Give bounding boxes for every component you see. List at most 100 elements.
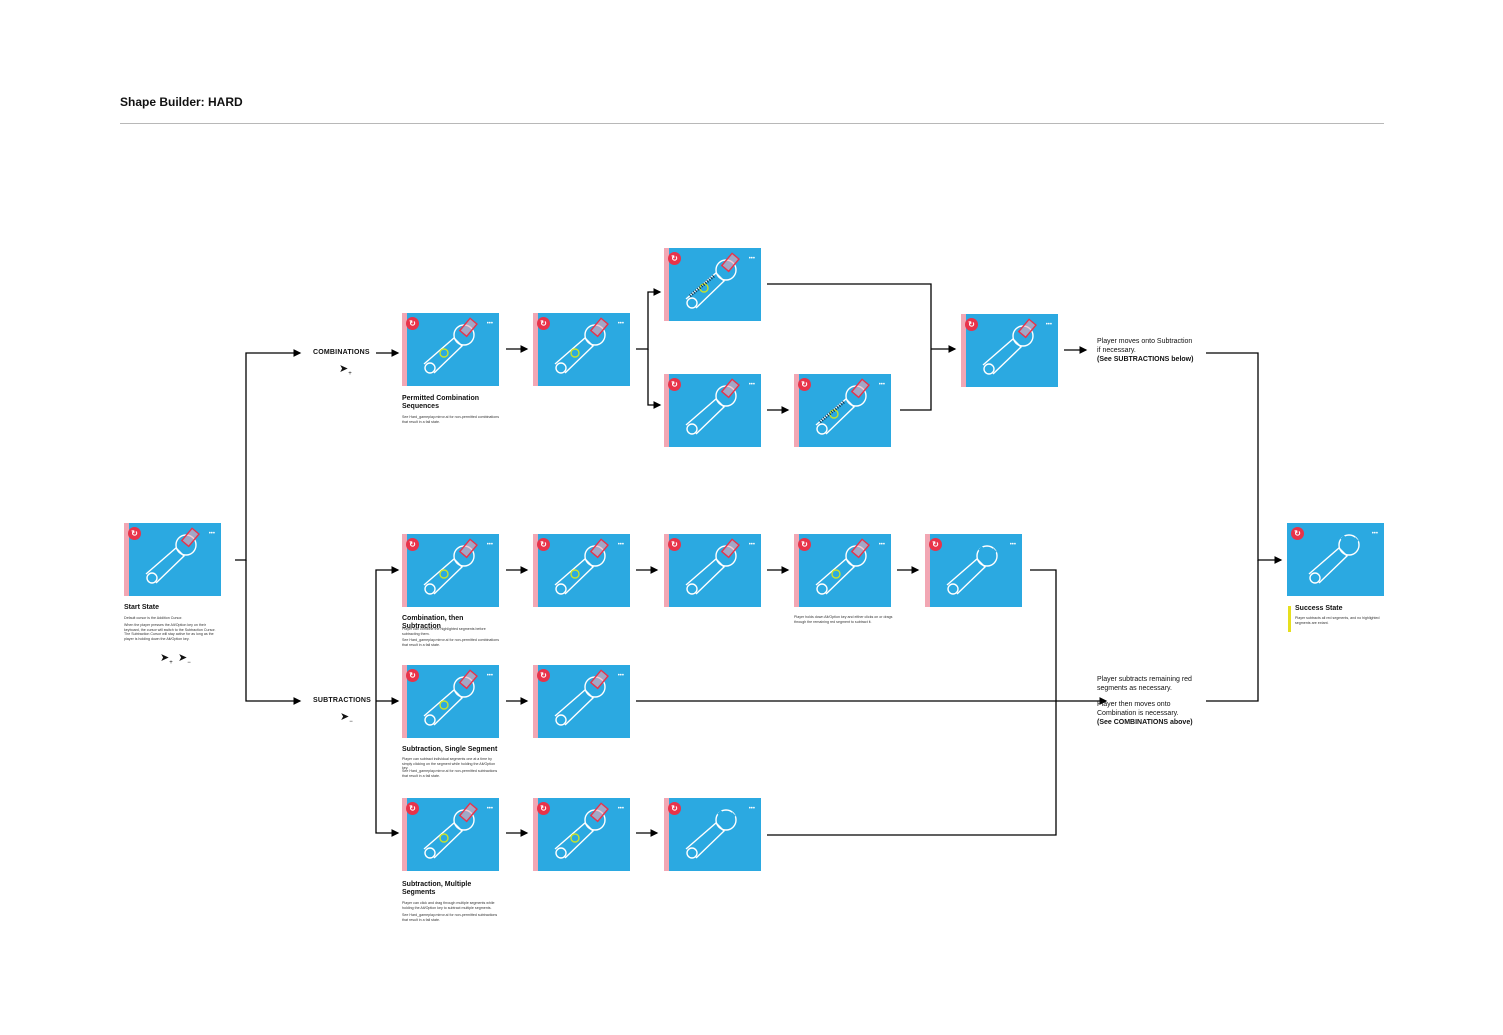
side-note-top: Player moves onto Subtraction if necessa… <box>1097 337 1217 364</box>
card-cs-3: ↻••• <box>664 534 761 607</box>
status-stripe <box>533 313 538 386</box>
menu-dots-icon: ••• <box>208 531 215 537</box>
alert-badge-icon: ↻ <box>1291 527 1304 540</box>
status-stripe <box>402 798 407 871</box>
menu-dots-icon: ••• <box>617 542 624 548</box>
wrench-icon <box>685 809 737 859</box>
menu-dots-icon: ••• <box>1371 531 1378 537</box>
status-stripe <box>124 523 129 596</box>
card-single-2: ↻ ••• <box>533 665 630 738</box>
menu-dots-icon: ••• <box>486 806 493 812</box>
menu-dots-icon: ••• <box>1009 542 1016 548</box>
menu-dots-icon: ••• <box>748 382 755 388</box>
side-note-bottom-line2: segments as necessary. <box>1097 685 1172 692</box>
success-line1: Player subtracts all red segments, and n… <box>1295 616 1380 625</box>
wrench-icon <box>423 669 478 726</box>
start-line1: Default cursor is the Addition Cursor. <box>124 616 183 620</box>
alert-badge-icon: ↻ <box>537 802 550 815</box>
wrench-icon <box>554 538 609 595</box>
card-combo-3a: ↻ ••• <box>664 248 761 321</box>
card-combo-4b: ↻ ••• <box>794 374 891 447</box>
card-combo-final: ↻••• <box>961 314 1058 387</box>
wrench-icon <box>1308 534 1360 584</box>
alert-badge-icon: ↻ <box>668 802 681 815</box>
menu-dots-icon: ••• <box>617 806 624 812</box>
alert-badge-icon: ↻ <box>537 317 550 330</box>
card-start: ↻ ••• <box>124 523 221 596</box>
wrench-icon <box>554 669 609 726</box>
menu-dots-icon: ••• <box>486 542 493 548</box>
side-note-top-line2: if necessary. <box>1097 347 1136 354</box>
status-stripe <box>402 313 407 386</box>
alert-badge-icon: ↻ <box>406 317 419 330</box>
start-line2: When the player presses the Alt/Option k… <box>124 623 216 641</box>
wrench-icon <box>423 802 478 859</box>
single-title: Subtraction, Single Segment <box>402 746 498 753</box>
wrench-icon <box>554 317 609 374</box>
card-multi-1: ↻ ••• <box>402 798 499 871</box>
drag-note: Player holds down Alt/Option key and eit… <box>794 615 893 624</box>
alert-badge-icon: ↻ <box>406 802 419 815</box>
status-stripe <box>664 374 669 447</box>
permitted-title: Permitted Combination Sequences <box>402 395 480 410</box>
alert-badge-icon: ↻ <box>798 538 811 551</box>
status-stripe <box>533 798 538 871</box>
multiple-line2: See Hard_gameplay.mirror.ai for non-perm… <box>402 913 498 922</box>
card-combo-2: ↻ ••• <box>533 313 630 386</box>
side-note-bottom-bold: (See COMBINATIONS above) <box>1097 719 1193 726</box>
card-single-1: ↻••• <box>402 665 499 738</box>
single-line2: See Hard_gameplay.mirror.ai for non-perm… <box>402 769 498 778</box>
combo-sub-line1: Player can combine the highlighted segme… <box>402 627 486 636</box>
multiple-line1: Player can click and drag through multip… <box>402 901 495 910</box>
side-note-bottom-line3: Player then moves onto <box>1097 701 1171 708</box>
wrench-icon <box>554 802 609 859</box>
alert-badge-icon: ↻ <box>668 538 681 551</box>
page-title: Shape Builder: HARD <box>120 95 243 109</box>
wrench-icon <box>946 545 998 595</box>
alert-badge-icon: ↻ <box>929 538 942 551</box>
card-multi-2: ↻ ••• <box>533 798 630 871</box>
menu-dots-icon: ••• <box>617 321 624 327</box>
title-divider <box>120 123 1384 124</box>
status-stripe <box>961 314 966 387</box>
card-combo-1: ↻••• <box>402 313 499 386</box>
alert-badge-icon: ↻ <box>537 669 550 682</box>
card-multi-3: ↻ ••• <box>664 798 761 871</box>
success-marker <box>1288 606 1291 632</box>
menu-dots-icon: ••• <box>748 806 755 812</box>
wrench-icon <box>815 378 870 435</box>
status-stripe <box>794 374 799 447</box>
status-stripe <box>664 798 669 871</box>
card-success: ↻ ••• <box>1287 523 1384 596</box>
wrench-icon <box>685 378 740 435</box>
permitted-line1: See Hard_gameplay.mirror.ai for non-perm… <box>402 415 500 424</box>
side-note-top-line1: Player moves onto Subtraction <box>1097 338 1193 345</box>
alert-badge-icon: ↻ <box>668 378 681 391</box>
status-stripe <box>664 534 669 607</box>
wrench-icon <box>685 538 740 595</box>
status-stripe <box>402 534 407 607</box>
wrench-icon <box>145 527 200 584</box>
side-note-bottom-line4: Combination is necessary. <box>1097 710 1179 717</box>
menu-dots-icon: ••• <box>617 673 624 679</box>
single-line1: Player can subtract individual segments … <box>402 757 496 771</box>
side-note-top-bold: (See SUBTRACTIONS below) <box>1097 356 1194 363</box>
card-cs-4: ↻ ••• <box>794 534 891 607</box>
wrench-icon <box>982 318 1037 375</box>
card-combo-3b: ↻ ••• <box>664 374 761 447</box>
status-stripe <box>794 534 799 607</box>
success-title: Success State <box>1295 605 1343 612</box>
card-cs-2: ↻ ••• <box>533 534 630 607</box>
combo-sub-line2: See Hard_gameplay.mirror.ai for non-perm… <box>402 638 500 647</box>
menu-dots-icon: ••• <box>878 542 885 548</box>
menu-dots-icon: ••• <box>748 256 755 262</box>
alert-badge-icon: ↻ <box>668 252 681 265</box>
wrench-icon <box>815 538 870 595</box>
status-stripe <box>402 665 407 738</box>
side-note-bottom: Player subtracts remaining red segments … <box>1097 675 1217 727</box>
alert-badge-icon: ↻ <box>537 538 550 551</box>
arrow-cursor-plus-icon: ➤+ <box>339 363 352 378</box>
menu-dots-icon: ••• <box>878 382 885 388</box>
alert-badge-icon: ↻ <box>798 378 811 391</box>
alert-badge-icon: ↻ <box>128 527 141 540</box>
